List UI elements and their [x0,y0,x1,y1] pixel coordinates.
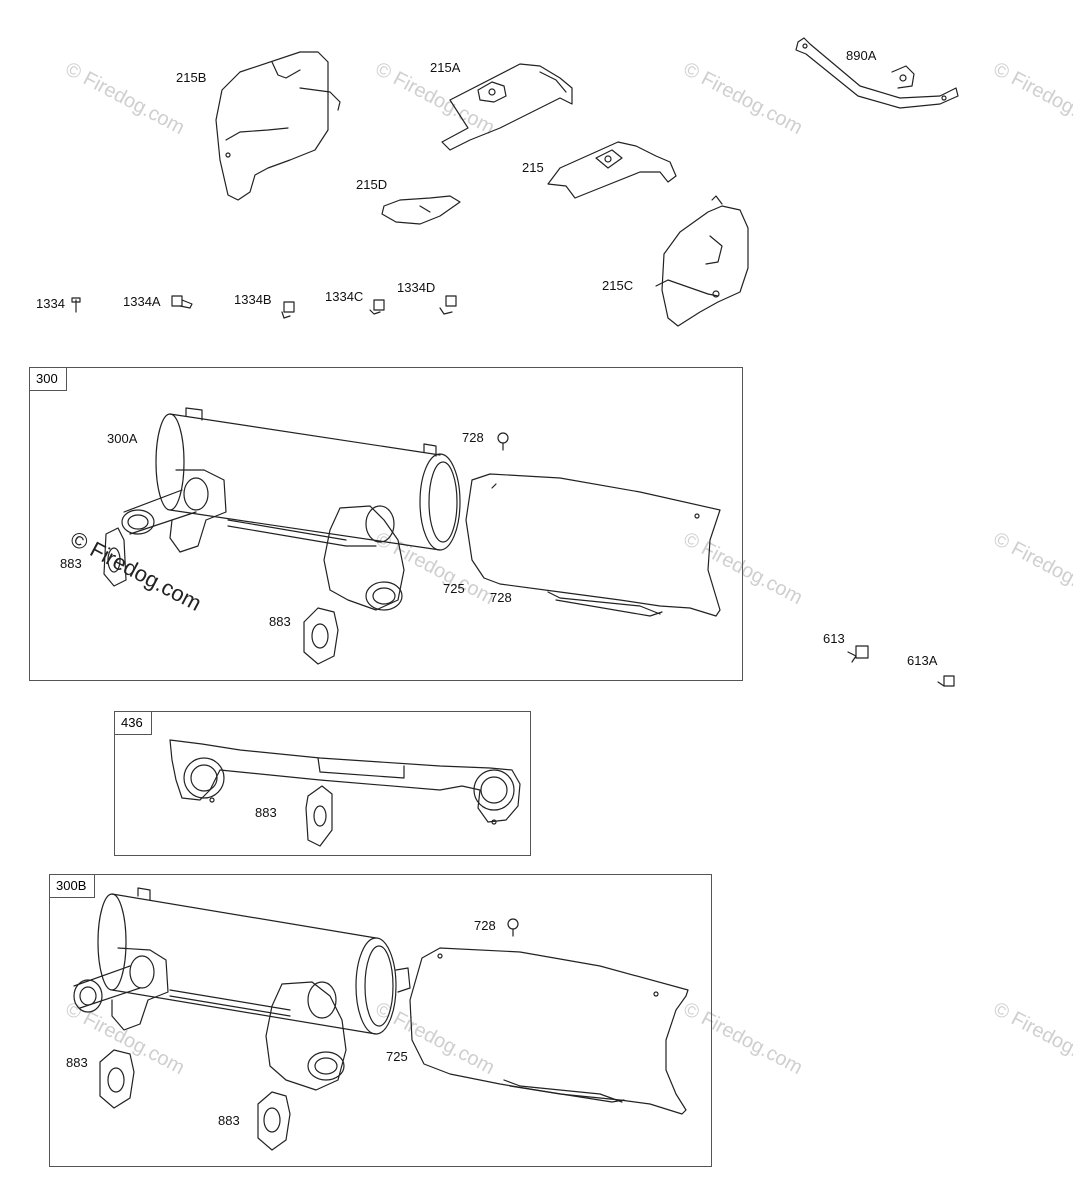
part-label: 728 [474,918,496,933]
part-436-manifold [169,739,521,825]
part-label: 215B [176,70,207,85]
part-label: 883 [218,1113,240,1128]
part-label: 883 [66,1055,88,1070]
part-label: 215 [522,160,544,175]
group-frame-label: 300 [30,368,67,391]
part-1334D-screw [439,295,457,315]
part-label: 883 [269,614,291,629]
part-label: 1334B [234,292,272,307]
part-215B-shield [215,51,341,201]
part-613-screw [847,645,869,663]
part-label: 613 [823,631,845,646]
part-label: 725 [443,581,465,596]
part-300A-muffler [121,407,461,611]
part-728-screw [507,918,519,937]
group-frame-label: 300B [50,875,96,898]
part-215C-shield [655,195,749,327]
group-frame-300: 300 [29,367,743,681]
part-label: 728 [462,430,484,445]
part-label: 215C [602,278,634,293]
part-1334-screw [71,297,81,313]
part-613A-screw [937,675,955,687]
part-883-gasket [305,785,333,847]
part-725-heat-shield [465,473,721,617]
part-label: 883 [60,556,82,571]
part-label: 215A [430,60,461,75]
part-215A-shield [441,63,573,151]
part-300B-muffler [73,887,411,1091]
part-label: 725 [386,1049,408,1064]
group-frame-436: 436 [114,711,531,856]
part-883-gasket [303,607,339,665]
part-label: 1334D [397,280,436,295]
group-frame-300B: 300B [49,874,712,1167]
part-1334B-screw [281,301,295,319]
part-728-screw [497,432,509,451]
part-label: 1334C [325,289,364,304]
part-label: 300A [107,431,138,446]
part-label: 1334A [123,294,161,309]
part-215-shield [547,141,677,199]
group-frame-label: 436 [115,712,152,735]
part-883-gasket [99,1049,135,1109]
part-215D-shield [381,195,461,225]
part-1334A-screw [171,295,193,309]
part-1334C-screw [369,299,385,315]
part-label: 215D [356,177,388,192]
part-label: 883 [255,805,277,820]
part-725-heat-shield [409,947,689,1115]
part-label: 728 [490,590,512,605]
part-890A-bracket [795,37,959,109]
part-label: 1334 [36,296,65,311]
part-883-gasket [257,1091,291,1151]
part-label: 890A [846,48,877,63]
part-label: 613A [907,653,938,668]
part-883-gasket [103,527,127,587]
